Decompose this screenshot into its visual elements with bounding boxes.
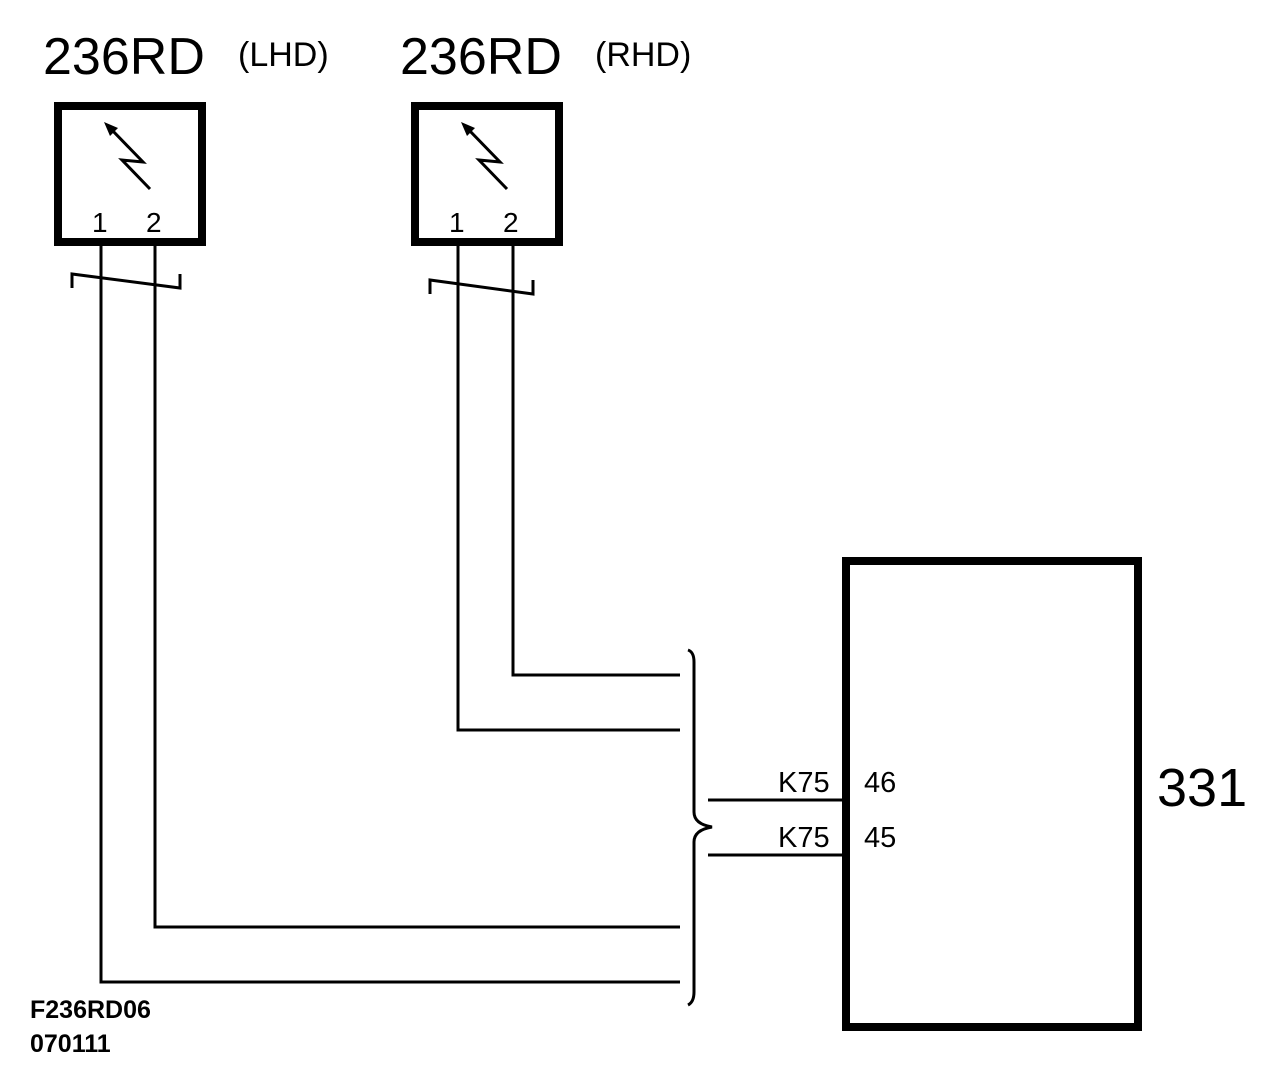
- wires: [99, 242, 852, 984]
- component-rhd: 236RD (RHD) 1 2: [400, 28, 691, 296]
- date-code: 070111: [30, 1030, 111, 1058]
- wire-rhd-pin1: [456, 242, 680, 732]
- footer: F236RD06 070111: [30, 996, 151, 1058]
- control-unit-name: 331: [1157, 758, 1247, 818]
- component-rhd-pin-1: 1: [449, 207, 465, 238]
- control-unit-connector-1: K75: [778, 767, 830, 799]
- component-rhd-pin-2: 2: [503, 207, 519, 238]
- control-unit-pin-2: 45: [864, 822, 896, 854]
- wire-rhd-pin2: [511, 242, 680, 677]
- component-lhd: 236RD (LHD) 1 2: [43, 28, 329, 290]
- figure-id: F236RD06: [30, 996, 151, 1024]
- control-unit-connector-2: K75: [778, 822, 830, 854]
- component-lhd-pin-1: 1: [92, 207, 108, 238]
- component-rhd-qualifier: (RHD): [595, 36, 691, 74]
- sensor-lightning-arrow-icon: [104, 122, 152, 191]
- component-rhd-box: [411, 102, 563, 246]
- control-unit: K75 46 K75 45 331: [778, 557, 1247, 1031]
- component-lhd-name: 236RD: [43, 28, 205, 86]
- wire-lhd-pin2: [153, 242, 680, 929]
- control-unit-box: [842, 557, 1142, 1031]
- component-rhd-name: 236RD: [400, 28, 562, 86]
- component-lhd-box: [54, 102, 206, 246]
- component-lhd-twist-marker: [70, 272, 182, 290]
- component-lhd-pin-2: 2: [146, 207, 162, 238]
- component-lhd-qualifier: (LHD): [238, 36, 329, 74]
- option-brace: [687, 648, 713, 1007]
- sensor-lightning-arrow-icon: [461, 122, 509, 191]
- component-rhd-twist-marker: [428, 278, 535, 296]
- control-unit-pin-1: 46: [864, 767, 896, 799]
- wire-lhd-pin1: [99, 242, 680, 984]
